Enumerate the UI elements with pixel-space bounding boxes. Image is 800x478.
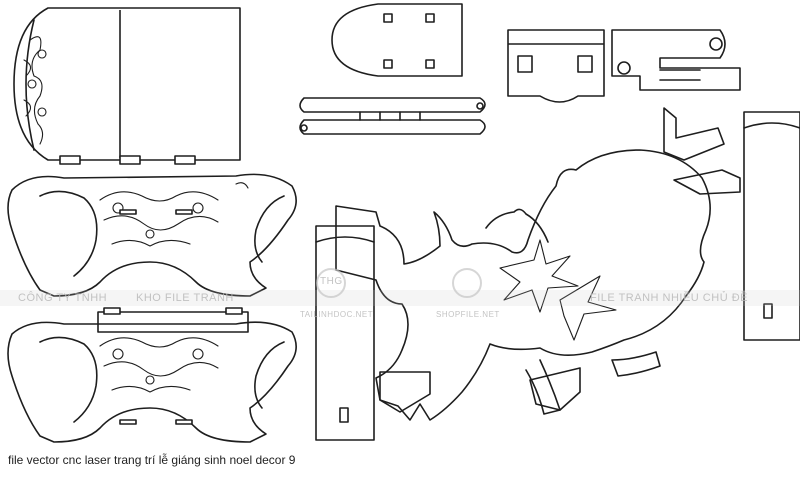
watermark-site-two: SHOPFILE.NET — [436, 310, 500, 319]
scroll-ornament — [23, 36, 47, 145]
box-bracket — [507, 29, 605, 103]
watermark-logo-icon — [316, 268, 346, 298]
watermark-band — [0, 290, 800, 306]
reindeer-cutout — [335, 149, 711, 421]
watermark-right-label: FILE TRANH NHIỀU CHỦ ĐỀ — [590, 292, 748, 304]
tall-panel-left — [315, 225, 375, 441]
watermark-left-tag: CÔNG TY TNHH — [18, 292, 108, 304]
tall-panel-right — [743, 111, 800, 341]
antlers — [499, 239, 617, 341]
watermark-site-one: TAILINHDOC.NET — [300, 310, 374, 319]
seat-strip — [97, 307, 249, 333]
watermark-logo-mark: THG — [320, 276, 343, 287]
sleigh-back-panel — [13, 7, 241, 165]
antler-piece — [663, 107, 741, 195]
filigree-top — [99, 182, 249, 247]
connector-strips — [299, 97, 486, 135]
image-caption: file vector cnc laser trang trí lễ giáng… — [8, 453, 296, 467]
watermark-eye-icon — [452, 268, 482, 298]
filigree-bottom — [99, 337, 219, 425]
watermark-center-label: KHO FILE TRANH — [136, 292, 234, 304]
hoof-pieces — [379, 367, 581, 413]
rounded-tab-plate — [331, 3, 463, 77]
hinge-arm — [611, 29, 741, 91]
sleigh-side-panel-bottom — [7, 321, 297, 443]
sleigh-side-panel-top — [7, 173, 297, 297]
